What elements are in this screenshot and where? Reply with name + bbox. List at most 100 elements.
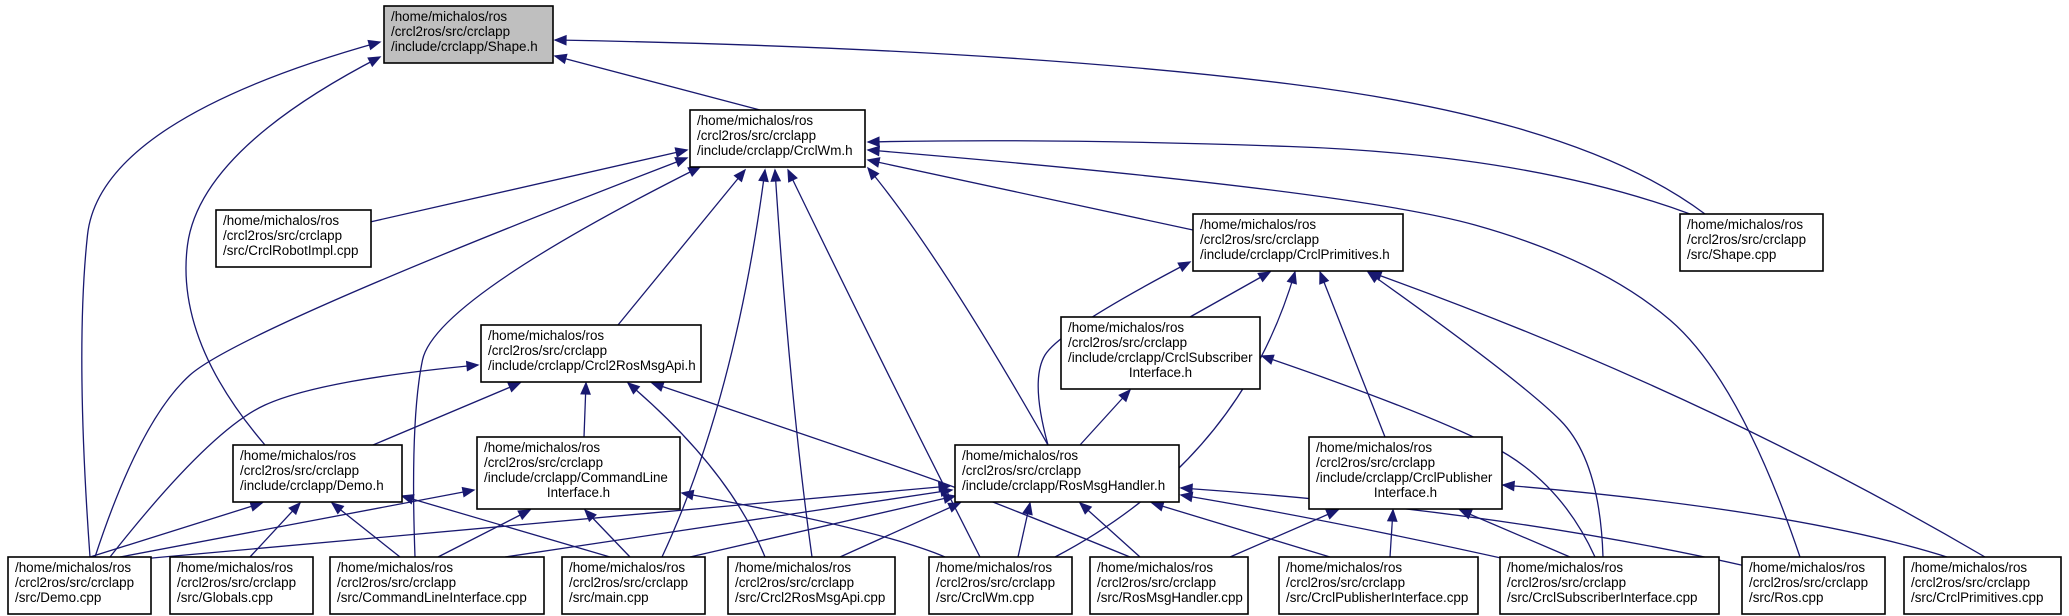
edge-rosmsghandler_cpp-to-crcl2rosmsgapi_h [650,381,1131,558]
edge-line [627,382,766,558]
node-commandline-h[interactable]: /home/michalos/ros/crcl2ros/src/crclapp/… [476,436,681,510]
node-rosmsghandler-h[interactable]: /home/michalos/ros/crcl2ros/src/crclapp/… [954,444,1180,503]
node-box [1679,213,1824,272]
arrowhead [866,136,880,148]
arrowhead [1179,483,1193,495]
node-label-line: /crcl2ros/src/crclapp [1911,575,2030,590]
node-label-line: /src/CrclWm.cpp [936,590,1034,605]
arrowhead [1286,270,1297,285]
node-label-line: /include/crclapp/CrclPublisher [1316,470,1493,485]
arrowhead [687,166,702,178]
node-rosmsghandler-cpp[interactable]: /home/michalos/ros/crcl2ros/src/crclapp/… [1089,556,1249,615]
node-crcl2rosmsgapi-h[interactable]: /home/michalos/ros/crcl2ros/src/crclapp/… [480,324,702,383]
node-label-line: /home/michalos/ros [1687,217,1803,232]
edge-rosmsghandler_h-to-crclprimitives_h [1037,261,1192,446]
edge-line [1037,261,1191,446]
node-label-line: /home/michalos/ros [240,448,356,463]
edge-ros_cpp-to-rosmsghandler_h [1179,483,1751,568]
edge-line [867,140,1691,215]
edge-crclsubscriber_cpp-to-rosmsghandler_h [1179,491,1511,561]
node-label-line: /src/Demo.cpp [15,590,101,605]
arrowhead [517,509,532,521]
edge-line [1319,271,1386,438]
node-label-line: /crcl2ros/src/crclapp [1316,455,1435,470]
node-demo-h[interactable]: /home/michalos/ros/crcl2ros/src/crclapp/… [232,444,403,503]
edge-demo_h-to-shape_h [185,56,382,446]
node-label-line: /home/michalos/ros [488,328,604,343]
node-label-line: /crcl2ros/src/crclapp [1507,575,1626,590]
node-box [1060,316,1261,390]
node-box [1499,556,1720,615]
node-label-line: /include/crclapp/CrclPrimitives.h [1200,247,1390,262]
node-label-line: /home/michalos/ros [1911,560,2027,575]
edge-main_cpp-to-rosmsghandler_h [689,493,957,558]
node-box [1089,556,1249,615]
node-label-line: /crcl2ros/src/crclapp [391,24,510,39]
node-label-line: /home/michalos/ros [936,560,1052,575]
edge-line [1369,271,1986,558]
node-label-line: /home/michalos/ros [337,560,453,575]
node-crclrobotimpl-cpp[interactable]: /home/michalos/ros/crcl2ros/src/crclapp/… [215,209,372,268]
node-crclsubscriber-h[interactable]: /home/michalos/ros/crcl2ros/src/crclapp/… [1060,316,1261,390]
arrowhead [1177,261,1192,273]
edge-demo_cpp-to-demo_h [89,501,264,558]
edge-rosmsghandler_h-to-crclsubscriber_h [1079,388,1132,446]
node-crclprimitives-h[interactable]: /home/michalos/ros/crcl2ros/src/crclapp/… [1192,213,1404,272]
node-label-line: /home/michalos/ros [1749,560,1865,575]
node-label-line: /src/Ros.cpp [1749,590,1823,605]
edge-line [774,169,813,558]
node-label-line: /home/michalos/ros [177,560,293,575]
edge-line [1180,487,1751,568]
node-ros-cpp[interactable]: /home/michalos/ros/crcl2ros/src/crclapp/… [1741,556,1886,615]
node-box [7,556,152,615]
node-label-line: Interface.h [1129,365,1192,380]
edge-line [617,169,746,326]
node-label-line: /src/Crcl2RosMsgApi.cpp [735,590,885,605]
node-label-line: /home/michalos/ros [15,560,131,575]
edge-line [185,56,381,446]
node-box [476,436,681,510]
node-crclpublisher-cpp[interactable]: /home/michalos/ros/crcl2ros/src/crclapp/… [1278,556,1479,615]
node-label-line: /crcl2ros/src/crclapp [177,575,296,590]
edge-crclpublisher_cpp-to-crclpublisher_h [1386,508,1398,558]
node-label-line: /home/michalos/ros [1200,217,1316,232]
node-label-line: /home/michalos/ros [391,9,507,24]
edge-line [109,364,479,558]
edge-demo_cpp-to-crcl2rosmsgapi_h [109,360,480,558]
node-label-line: /home/michalos/ros [484,440,600,455]
node-demo-cpp[interactable]: /home/michalos/ros/crcl2ros/src/crclapp/… [7,556,152,615]
node-globals-cpp[interactable]: /home/michalos/ros/crcl2ros/src/crclapp/… [169,556,314,615]
node-box [561,556,706,615]
node-label-line: /include/crclapp/Crcl2RosMsgApi.h [488,358,696,373]
node-main-cpp[interactable]: /home/michalos/ros/crcl2ros/src/crclapp/… [561,556,706,615]
edge-commandline_h-to-crcl2rosmsgapi_h [580,381,591,438]
edge-shape_cpp-to-crclwm_h [866,136,1691,215]
arrowhead [674,157,689,168]
arrowhead [461,486,476,498]
node-label-line: /home/michalos/ros [697,113,813,128]
node-label-line: /crcl2ros/src/crclapp [337,575,456,590]
node-label-line: /crcl2ros/src/crclapp [240,463,359,478]
edge-crclprimitives_cpp-to-crclpublisher_h [1501,480,1951,559]
edge-demo_h-to-crcl2rosmsgapi_h [372,382,522,446]
node-shape-cpp[interactable]: /home/michalos/ros/crcl2ros/src/crclapp/… [1679,213,1824,272]
node-crcl2rosmsgapi-cpp[interactable]: /home/michalos/ros/crcl2ros/src/crclapp/… [727,556,896,615]
node-crclpublisher-h[interactable]: /home/michalos/ros/crcl2ros/src/crclapp/… [1308,436,1503,510]
edge-line [867,167,1049,446]
node-crclprimitives-cpp[interactable]: /home/michalos/ros/crcl2ros/src/crclapp/… [1903,556,2062,615]
node-crclwm-cpp[interactable]: /home/michalos/ros/crcl2ros/src/crclapp/… [928,556,1073,615]
node-commandline-cpp[interactable]: /home/michalos/ros/crcl2ros/src/crclapp/… [329,556,545,615]
edge-demo_cpp-to-crclwm_h [94,157,689,558]
node-label-line: /crcl2ros/src/crclapp [484,455,603,470]
edge-line [129,485,951,561]
node-crclwm-h[interactable]: /home/michalos/ros/crcl2ros/src/crclapp/… [689,109,866,168]
node-crclsubscriber-cpp[interactable]: /home/michalos/ros/crcl2ros/src/crclapp/… [1499,556,1720,615]
edge-crclprimitives_h-to-crclwm_h [866,157,1194,231]
arrowhead [1501,480,1516,492]
node-label-line: /crcl2ros/src/crclapp [488,343,607,358]
edge-line [554,39,1706,215]
edge-crclprimitives_cpp-to-crclprimitives_h [1368,270,1986,558]
edge-line [94,157,688,558]
node-label-line: /src/Shape.cpp [1687,247,1776,262]
edge-line [437,509,531,558]
